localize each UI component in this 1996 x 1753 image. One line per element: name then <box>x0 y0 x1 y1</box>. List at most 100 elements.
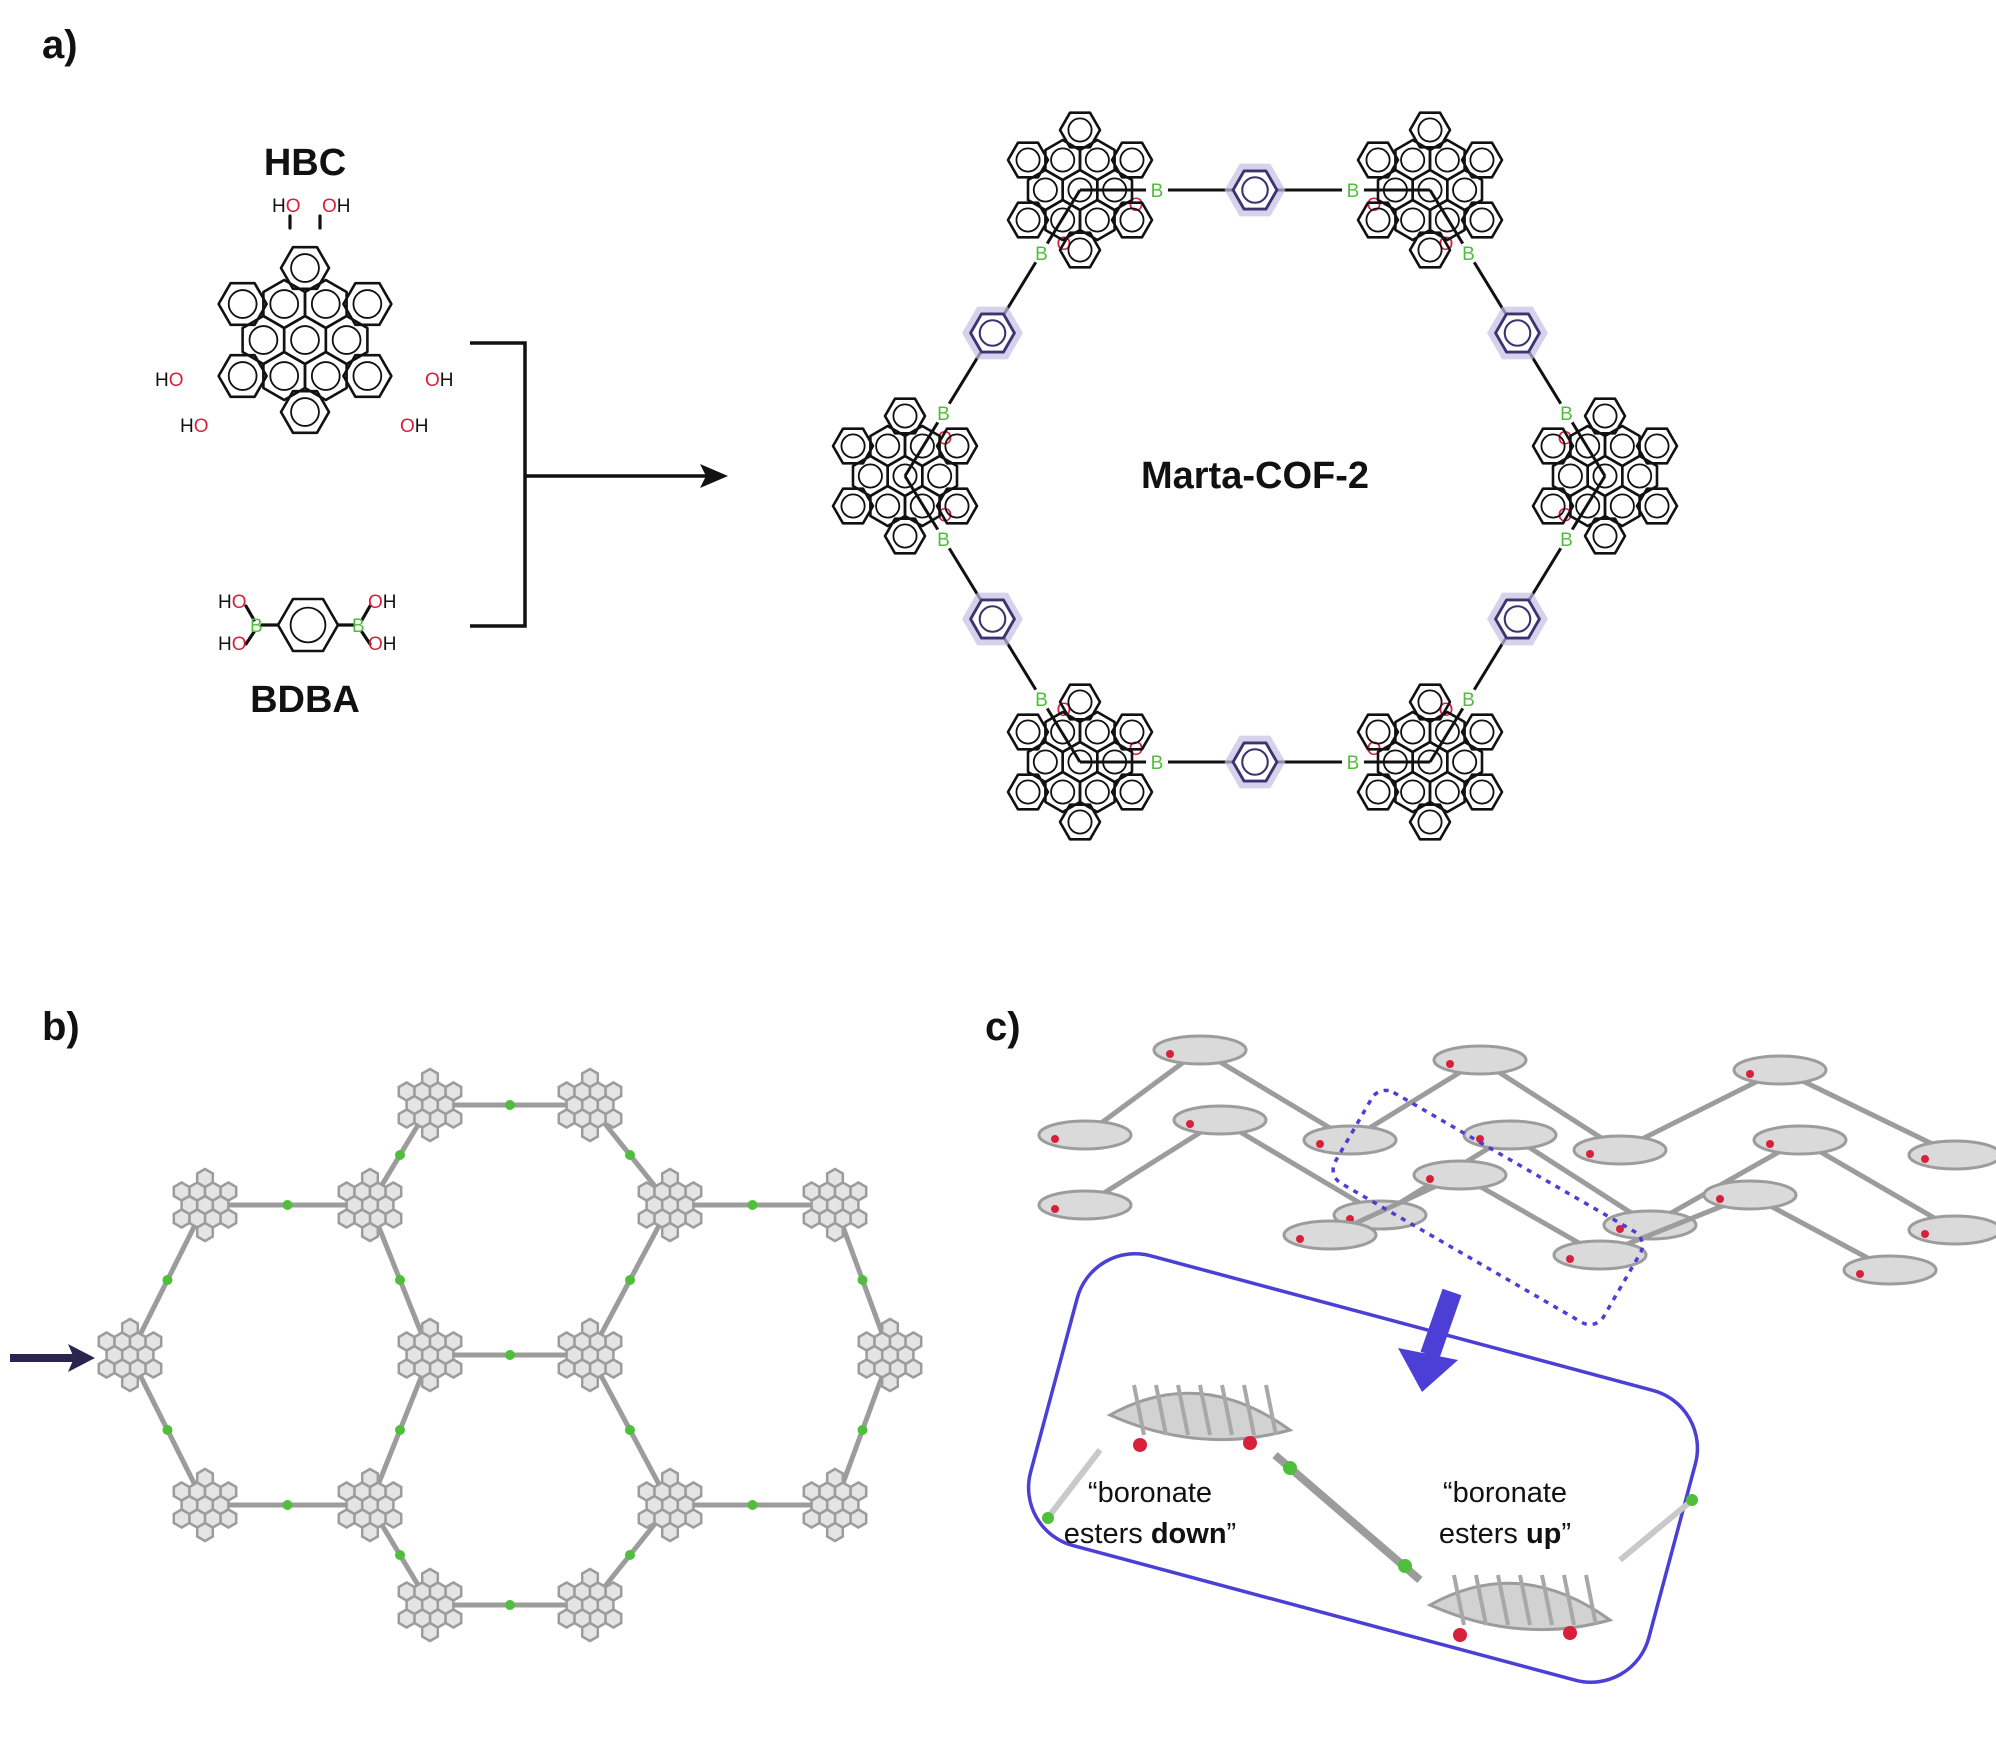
crystal-structure-top-view <box>97 1067 923 1643</box>
cof-node-3-ring-outer-4 <box>1408 683 1452 721</box>
cof-node-0-ring-outer-1 <box>1058 231 1102 269</box>
grid-node-3 <box>337 1167 403 1243</box>
grid-linker-17-boron <box>747 1500 758 1510</box>
cof-node-2-ring-outer-0 <box>1635 487 1679 525</box>
grid-linker-12-boron <box>625 1425 635 1435</box>
cof-node-5-ring-outer-3 <box>831 427 875 465</box>
cof-node-5-ring-inner-5 <box>903 424 941 468</box>
grid-node-12 <box>637 1467 703 1543</box>
cof-node-0-ring-outer-0 <box>1110 201 1154 239</box>
side-node-1-0 <box>1037 1189 1133 1221</box>
bdba-name: BDBA <box>250 679 360 721</box>
grid-linker-0-boron <box>505 1100 515 1110</box>
cof-node-5 <box>831 397 979 555</box>
cof-node-2-ring-outer-5 <box>1635 427 1679 465</box>
cof-node-3-ring-outer-2 <box>1356 773 1400 811</box>
cof-node-3 <box>1356 683 1504 841</box>
grid-linker-14-boron <box>282 1500 293 1510</box>
hbc-ring-outer-2 <box>217 353 268 399</box>
cof-node-2-ring-outer-2 <box>1531 487 1575 525</box>
cof-node-5-ring-outer-4 <box>883 397 927 435</box>
side-node-0-3 <box>1432 1044 1528 1076</box>
cof-node-5-ring-outer-1 <box>883 517 927 555</box>
cof-node-3-ring-outer-1 <box>1408 803 1452 841</box>
panel-a-label: a) <box>42 23 78 67</box>
side-node-0-1 <box>1152 1034 1248 1066</box>
side-node-0-0 <box>1037 1119 1133 1151</box>
grid-node-6 <box>97 1317 163 1393</box>
cof-node-4-ring-outer-3 <box>1006 713 1050 751</box>
cof-node-1-ring-outer-1 <box>1408 231 1452 269</box>
cof-node-2-ring-inner-5 <box>1603 424 1641 468</box>
cof-node-1-ring-outer-0 <box>1460 201 1504 239</box>
cof-node-1-ring-outer-3 <box>1356 141 1400 179</box>
side-node-2-0 <box>1282 1219 1378 1251</box>
bdba-boron-right: B <box>352 616 365 637</box>
hbc-core-rings <box>217 214 393 435</box>
cof-linker-3-boron-0: B <box>1347 753 1360 774</box>
cof-node-2-ring-outer-4 <box>1583 397 1627 435</box>
grid-linker-10-boron <box>505 1350 515 1360</box>
grid-linker-16-boron <box>625 1550 635 1560</box>
cof-node-3-ring-inner-5 <box>1428 710 1466 754</box>
zoom-node-left <box>1106 1384 1294 1452</box>
side-node-0-5 <box>1732 1054 1828 1086</box>
cof-linker-1-oxygen-1: O <box>1558 429 1573 450</box>
grid-linker-7-boron <box>747 1200 758 1210</box>
cof-node-4-ring-inner-5 <box>1078 710 1116 754</box>
cof-linker-2-boron-0: B <box>1560 530 1573 551</box>
annotation-up: “boronate esters up” <box>1439 1477 1571 1550</box>
side-node-2-3 <box>1702 1179 1798 1211</box>
hbc-name: HBC <box>264 142 346 184</box>
grid-linker-9-boron <box>162 1425 173 1435</box>
cof-node-4-ring-outer-0 <box>1110 773 1154 811</box>
grid-linker-3-boron <box>282 1200 293 1210</box>
side-node-2-4 <box>1842 1254 1938 1286</box>
cof-node-0-ring-outer-2 <box>1006 201 1050 239</box>
annotation-down-line2: esters down” <box>1064 1518 1236 1550</box>
cof-linker-1-ring <box>1494 312 1541 354</box>
grid-linker-4-boron <box>162 1275 173 1285</box>
hbc-oh-right-top: OH <box>425 370 454 391</box>
cof-node-2-ring-outer-3 <box>1531 427 1575 465</box>
side-linker-0-5 <box>1778 1067 1957 1158</box>
reaction-arrow <box>470 341 728 628</box>
side-linker-0-4 <box>1618 1067 1782 1153</box>
zoom-linker-boron-left <box>1283 1461 1297 1475</box>
zoom-node-right <box>1426 1574 1614 1642</box>
hbc-oh-right-bottom: OH <box>400 416 429 437</box>
cof-node-1-ring-inner-5 <box>1428 138 1466 182</box>
side-node-0-2 <box>1302 1124 1398 1156</box>
grid-node-2 <box>172 1167 238 1243</box>
cof-linker-4-ring <box>969 598 1016 640</box>
side-node-1-1 <box>1172 1104 1268 1136</box>
side-node-2-2 <box>1552 1239 1648 1271</box>
cof-linker-3-ring <box>1231 741 1279 783</box>
zoom-linker-boron-right <box>1398 1559 1412 1573</box>
side-node-1-6 <box>1907 1214 1996 1246</box>
annotation-down-line1: “boronate <box>1088 1477 1212 1509</box>
grid-linker-15-boron <box>395 1550 405 1560</box>
panel-c-label: c) <box>985 1005 1021 1049</box>
hbc-ho-top-left: HO <box>272 196 301 217</box>
annotation-down: “boronate esters down” <box>1064 1477 1236 1550</box>
cof-linker-5-oxygen-0: O <box>938 429 953 450</box>
cof-node-5-ring-outer-2 <box>831 487 875 525</box>
cof-node-3-ring-outer-5 <box>1460 713 1504 751</box>
hbc-structure: HBC HO OH HO HO OH OH <box>155 142 454 437</box>
bdba-boron-left: B <box>250 616 263 637</box>
side-node-1-4 <box>1602 1209 1698 1241</box>
cof-linker-0-boron-1: B <box>1347 181 1360 202</box>
grid-node-9 <box>857 1317 923 1393</box>
hbc-ring-inner-4 <box>262 278 307 330</box>
panel-b-label: b) <box>42 1005 80 1049</box>
zoom-callout-box <box>1026 1252 1700 1684</box>
cof-node-4-ring-outer-2 <box>1006 773 1050 811</box>
bdba-benzene-ring <box>276 597 340 653</box>
cof-node-0-ring-inner-5 <box>1078 138 1116 182</box>
grid-node-1 <box>557 1067 623 1143</box>
hbc-ring-inner-1 <box>303 350 348 402</box>
cof-linker-0-boron-0: B <box>1151 181 1164 202</box>
bdba-ho-bottom-left: HO <box>218 634 247 655</box>
